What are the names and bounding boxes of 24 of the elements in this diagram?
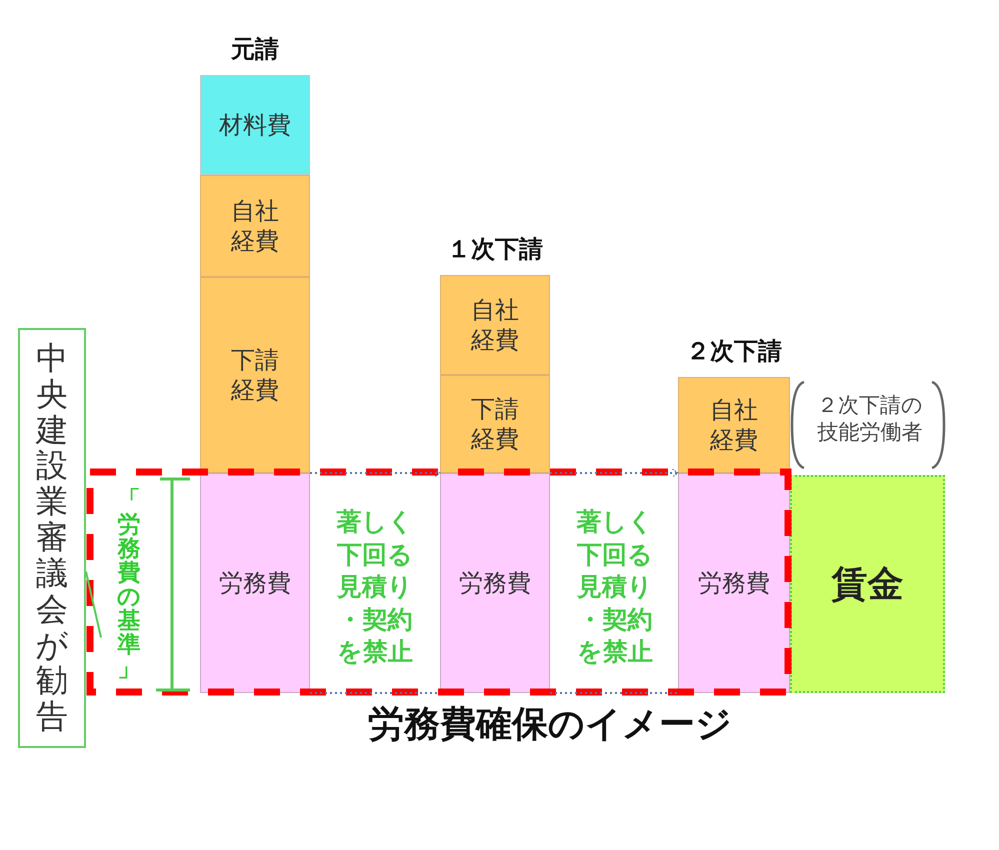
- cost-block: 材料費: [200, 75, 310, 175]
- prohibition-text: 著しく下回る見積り・契約を禁止: [336, 506, 414, 668]
- cost-block: 自社経費: [200, 175, 310, 277]
- arrow: [310, 468, 441, 478]
- arrow: [550, 468, 679, 478]
- leader-line: [310, 692, 440, 694]
- leader-line: [550, 692, 678, 694]
- title: 労務費確保のイメージ: [367, 703, 733, 747]
- column-heading: 元請: [230, 34, 280, 65]
- leader-line: [85, 571, 102, 638]
- column-heading: ２次下請: [685, 336, 783, 367]
- note-box: 中央建設業審議会が勧告: [18, 328, 86, 748]
- cost-block: 労務費: [200, 473, 310, 693]
- prohibition-text: 著しく下回る見積り・契約を禁止: [576, 506, 654, 668]
- column-heading: １次下請: [446, 234, 544, 265]
- standard-text: 「労務費の基準」: [100, 480, 158, 690]
- worker-note: ２次下請の技能労働者: [816, 392, 924, 446]
- cost-block: 自社経費: [678, 377, 790, 473]
- wage-block: 賃金: [790, 475, 945, 693]
- cost-block: 労務費: [440, 473, 550, 693]
- cost-block: 下請経費: [440, 375, 550, 473]
- cost-block: 下請経費: [200, 277, 310, 473]
- cost-block: 自社経費: [440, 275, 550, 375]
- cost-block: 労務費: [678, 473, 790, 693]
